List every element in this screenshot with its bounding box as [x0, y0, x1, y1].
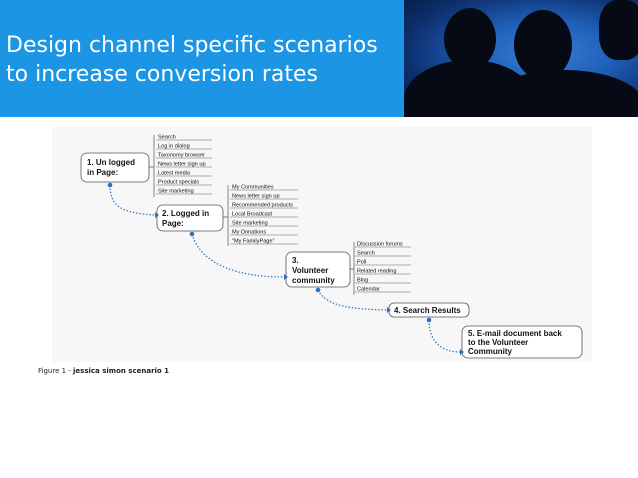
connector-dot-1	[107, 182, 113, 188]
node-5-line-2: to the Volunteer	[468, 338, 528, 347]
list-item-label: Blog	[357, 278, 368, 284]
list-item-label: Poll	[357, 260, 366, 266]
list-item-label: Local Broadcast	[232, 212, 273, 218]
node-2-line-1: 2. Logged in	[162, 209, 209, 218]
list-item-label: Taxonomy browser	[158, 153, 205, 159]
title-banner: Design channel specific scenarios to inc…	[0, 0, 404, 117]
list-item-label: News letter sign up	[158, 162, 206, 168]
bracket-list-1	[149, 135, 155, 197]
figure-caption: Figure 1 - jessica simon scenario 1	[38, 367, 169, 375]
list-item-label: Product specials	[158, 180, 199, 186]
bracket-list-2	[223, 185, 229, 246]
flow-node-3: 3. Volunteer community	[285, 251, 351, 288]
caption-prefix: Figure 1 -	[38, 367, 74, 375]
list-item-label: Search	[357, 251, 375, 257]
list-item-label: "My FamilyPage"	[232, 239, 275, 245]
connector-dot-2	[189, 231, 195, 237]
bracket-list-3	[350, 242, 355, 295]
scenario-flow-diagram: 1. Un logged in Page: 2. Logged in Page:…	[52, 127, 592, 362]
arrowhead-3-4	[387, 307, 391, 313]
node-1-line-1: 1. Un logged	[87, 158, 135, 167]
node-5-line-1: 5. E-mail document back	[468, 329, 562, 338]
node-3-line-1: 3.	[292, 256, 299, 265]
header-photo	[404, 0, 638, 117]
silhouette-head-far-right	[599, 0, 638, 60]
flow-node-4: 4. Search Results	[388, 302, 470, 318]
slide-title: Design channel specific scenarios to inc…	[6, 31, 378, 89]
connector-3-4	[317, 289, 388, 311]
flow-node-5: 5. E-mail document back to the Volunteer…	[461, 325, 583, 359]
connector-endpoints	[107, 182, 464, 355]
list-item-label: My Communities	[232, 185, 274, 191]
flow-connectors	[109, 184, 461, 353]
list-item-label: Calendar	[357, 287, 380, 293]
list-item-label: My Donations	[232, 230, 266, 236]
list-brackets	[149, 135, 355, 295]
node-3-line-3: community	[292, 276, 335, 285]
arrowhead-2-3	[284, 274, 288, 280]
list-item-label: Log in dialog	[158, 144, 190, 150]
list-item-label: Site marketing	[158, 189, 194, 195]
list-item-label: Site marketing	[232, 221, 268, 227]
connector-4-5	[428, 319, 461, 353]
node-1-line-2: in Page:	[87, 168, 118, 177]
arrowhead-4-5	[460, 349, 464, 355]
list-item-label: Discussion forums	[357, 242, 403, 248]
node-3-line-2: Volunteer	[292, 266, 328, 275]
connector-dot-3	[315, 287, 321, 293]
node-5-line-3: Community	[468, 347, 513, 356]
flow-node-1: 1. Un logged in Page:	[80, 152, 150, 183]
node-4-line-1: 4. Search Results	[394, 306, 461, 315]
flow-node-2: 2. Logged in Page:	[156, 204, 224, 232]
slide-title-line-1: Design channel specific scenarios	[6, 33, 378, 58]
silhouette-head-right	[514, 10, 572, 80]
list-item-label: Related reading	[357, 269, 397, 275]
list-item-label: News letter sign up	[232, 194, 280, 200]
caption-text: jessica simon scenario 1	[73, 367, 170, 375]
node-2-line-2: Page:	[162, 219, 184, 228]
connector-2-3	[191, 233, 285, 278]
arrowhead-1-2	[155, 212, 159, 218]
connector-1-2	[109, 184, 156, 216]
connector-dot-4	[426, 317, 432, 323]
list-item-label: Search	[158, 135, 176, 141]
slide-title-line-2: to increase conversion rates	[6, 62, 319, 87]
list-item-label: Latest media	[158, 171, 191, 177]
silhouette-head-left	[444, 8, 496, 70]
list-item-label: Recommended products	[232, 203, 293, 209]
